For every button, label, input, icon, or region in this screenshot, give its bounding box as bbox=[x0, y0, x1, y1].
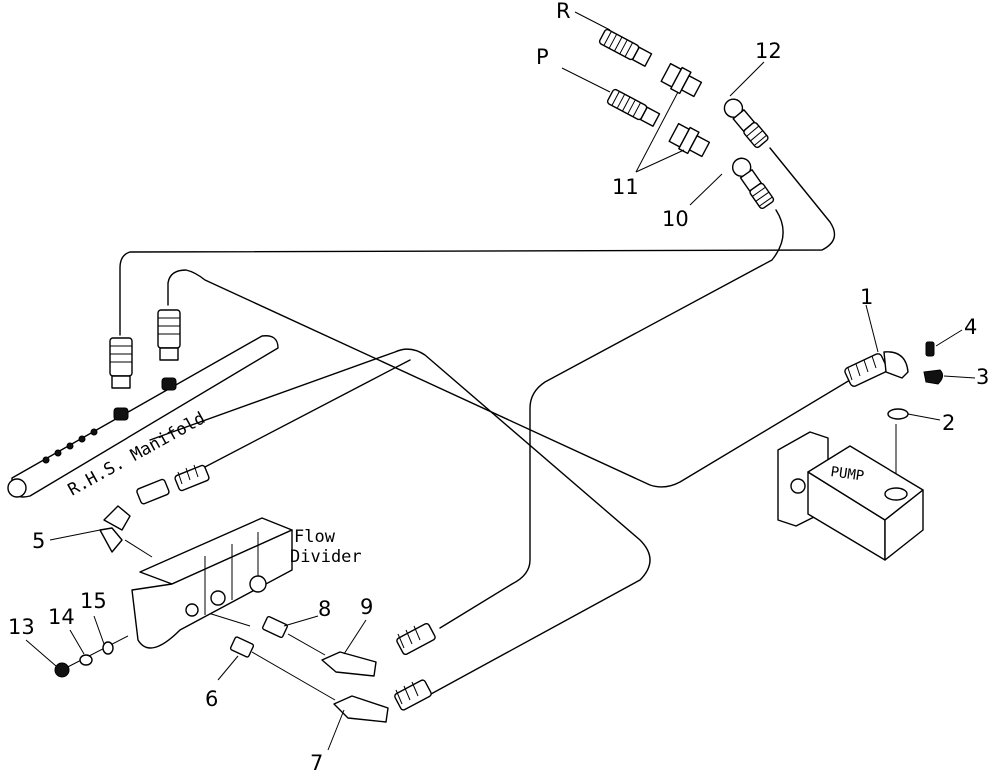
callout-14: 14 bbox=[48, 605, 75, 629]
hose-manifold-pump-line bbox=[167, 269, 851, 488]
manifold-hose-end-left bbox=[109, 337, 133, 421]
callout-7: 7 bbox=[310, 751, 323, 775]
hose-loop-line bbox=[149, 348, 651, 701]
callout-5: 5 bbox=[32, 529, 45, 553]
callout-9: 9 bbox=[360, 595, 373, 619]
washer-assembly-line bbox=[57, 635, 129, 673]
nut-13 bbox=[54, 662, 70, 678]
flow-divider-port-1 bbox=[185, 603, 199, 617]
flow-divider-front bbox=[131, 529, 293, 649]
pump-label: PUMP bbox=[829, 464, 865, 485]
callout-13: 13 bbox=[8, 615, 35, 639]
o-ring bbox=[887, 408, 909, 420]
callout-11: 11 bbox=[612, 175, 639, 199]
leader-lines bbox=[25, 61, 976, 751]
top-fittings-group bbox=[598, 28, 775, 210]
callout-8: 8 bbox=[318, 597, 331, 621]
screw bbox=[925, 341, 935, 357]
callout-3: 3 bbox=[976, 365, 989, 389]
r-hose-end bbox=[598, 28, 653, 67]
elbow-fitting-9 bbox=[321, 622, 436, 677]
port-r-label: R bbox=[556, 0, 571, 23]
fitting-12 bbox=[723, 98, 769, 149]
manifold-body bbox=[11, 335, 279, 498]
flow-divider bbox=[99, 464, 293, 649]
p-port-line bbox=[561, 67, 611, 93]
manifold-hose-end-right bbox=[157, 309, 181, 391]
fitting-10 bbox=[731, 157, 775, 210]
bulkhead-fitting-lower bbox=[668, 122, 711, 158]
hose-p-line bbox=[439, 209, 784, 629]
port-p-label: P bbox=[536, 45, 549, 69]
flow-divider-label-line2: Divider bbox=[290, 547, 362, 567]
pump-elbow-fitting bbox=[844, 351, 909, 387]
rhs-manifold bbox=[7, 309, 279, 498]
hoses bbox=[57, 11, 897, 701]
p-hose-end bbox=[606, 88, 661, 127]
fitting-5-hose-end bbox=[174, 464, 210, 492]
callout-6: 6 bbox=[205, 687, 218, 711]
pump-shaft bbox=[790, 478, 806, 494]
callout-15: 15 bbox=[80, 589, 107, 613]
manifold-ports bbox=[42, 428, 98, 464]
clamp bbox=[923, 369, 944, 385]
flow-divider-port-2 bbox=[210, 590, 226, 606]
fitting8-to-9-line bbox=[287, 633, 326, 656]
callout-2: 2 bbox=[942, 411, 955, 435]
callout-12: 12 bbox=[755, 39, 782, 63]
adapter-fitting-8 bbox=[262, 615, 288, 639]
flow-divider-label-line1: Flow bbox=[294, 527, 336, 547]
fitting8-assembly-line bbox=[204, 611, 251, 627]
lock-washer-14 bbox=[79, 654, 93, 666]
flow-divider-port-3 bbox=[249, 575, 267, 593]
hose-5-line bbox=[179, 359, 411, 481]
pump-body-side bbox=[884, 489, 924, 561]
bulkhead-fitting-upper bbox=[660, 62, 703, 98]
hose-r-line bbox=[119, 147, 836, 336]
adapter-fitting-6 bbox=[229, 636, 255, 658]
flat-washer-15 bbox=[102, 641, 114, 655]
fitting6-assembly-line bbox=[251, 651, 336, 701]
callout-1: 1 bbox=[860, 285, 873, 309]
elbow-fitting-7 bbox=[333, 679, 432, 723]
manifold-end-cap bbox=[7, 478, 27, 498]
r-port-line bbox=[574, 11, 611, 31]
pump-assembly bbox=[777, 341, 944, 561]
fitting5-to-divider-line bbox=[124, 539, 153, 558]
callout-4: 4 bbox=[964, 315, 977, 339]
pump-outlet-port bbox=[884, 487, 908, 501]
flow-divider-elbow-fitting bbox=[99, 478, 170, 553]
callout-numbers: 1 2 3 4 5 6 7 8 9 10 11 12 13 14 15 bbox=[8, 39, 989, 775]
callout-10: 10 bbox=[662, 207, 689, 231]
